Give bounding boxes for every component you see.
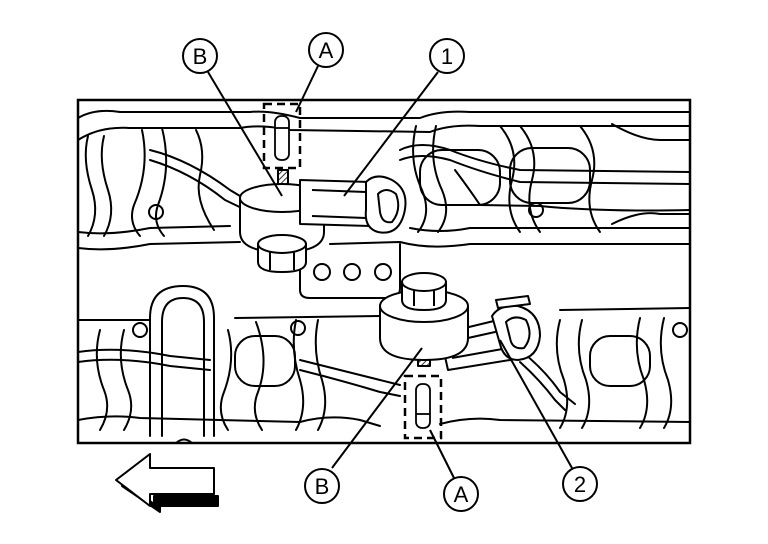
stud-a-top	[274, 115, 290, 161]
detail-box-a-top	[262, 102, 302, 170]
callout-1: 1	[429, 38, 465, 74]
diagram-frame	[76, 98, 692, 445]
callout-b-top: B	[182, 38, 218, 74]
callout-a-bottom: A	[443, 476, 479, 512]
upper-injector-assembly	[239, 169, 407, 273]
callout-b-top-label: B	[193, 44, 208, 69]
callout-b-bottom-label: B	[315, 474, 330, 499]
callout-a-bottom-label: A	[454, 482, 469, 507]
callout-2: 2	[562, 466, 598, 502]
callout-b-bottom: B	[304, 468, 340, 504]
callout-a-top: A	[308, 32, 344, 68]
detail-box-a-bottom	[403, 374, 443, 440]
left-arrow-icon	[115, 453, 219, 513]
callout-2-label: 2	[574, 472, 586, 497]
lower-manifold	[78, 285, 690, 443]
stud-a-bottom	[415, 383, 431, 429]
leader-lines	[207, 65, 573, 479]
callout-1-label: 1	[441, 44, 453, 69]
upper-manifold	[78, 109, 690, 251]
callout-a-top-label: A	[319, 38, 334, 63]
